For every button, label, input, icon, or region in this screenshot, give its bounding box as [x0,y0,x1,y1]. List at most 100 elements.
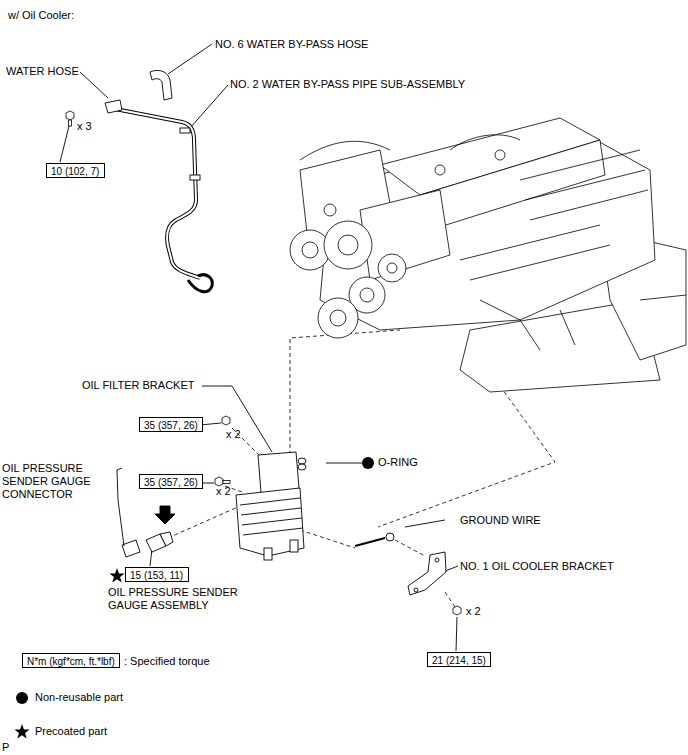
water-pipe [190,175,200,180]
leader-lines [168,44,212,74]
precoat-star [14,724,29,738]
water-pipe [110,108,200,278]
part-label: x 2 [216,485,231,498]
engine-drawing [640,295,686,300]
oil-filter-bracket [236,488,304,556]
water-pipe [180,128,190,133]
oring-mark [362,457,374,469]
non-reusable-dot [16,692,28,704]
engine-drawing [318,298,358,338]
torque-value: N*m (kgf*cm, ft.*lbf) [27,656,115,667]
torque-value: 21 (214, 15) [432,655,486,666]
part-label: P [2,741,9,754]
dashed-assembly-lines [290,330,400,455]
water-pipe [188,275,212,292]
dashed-assembly-lines [378,386,555,527]
leader-lines [80,72,108,98]
ground-wire [355,538,385,546]
torque-value: 15 (153, 11) [130,570,183,581]
engine-drawing [324,221,372,269]
oil-filter-bracket [298,464,306,470]
oil-filter-bracket [236,452,306,560]
engine-drawing [378,254,406,282]
torque-box: N*m (kgf*cm, ft.*lbf) [22,653,120,668]
torque-box: 15 (153, 11) [125,567,189,582]
engine-drawing [290,230,330,270]
engine-drawing [360,288,374,302]
sender-gauge [155,506,175,524]
oil-filter-bracket [298,458,306,464]
leader-lines [456,617,457,651]
engine-drawing [435,165,445,175]
bolt-icon [222,416,230,425]
bolt-icon [69,120,72,126]
leader-lines [405,520,445,527]
water-pipe [110,108,200,278]
part-label: O-RING [378,456,418,469]
engine-drawing [460,225,610,280]
engine-drawing [450,135,520,150]
engine-drawing [330,310,346,326]
engine-drawing [290,118,686,392]
sender-gauge [146,506,175,552]
engine-drawing [495,150,505,160]
engine-drawing [300,141,390,160]
part-label: x 2 [226,428,241,441]
torque-box: 10 (102, 7) [46,163,105,178]
oil-filter-bracket [240,498,303,535]
ground-wire [355,533,394,546]
leader-lines [60,44,458,651]
bolt-icon [66,111,461,615]
bolt-icon [222,416,230,425]
sender-gauge [160,532,173,546]
water-pipe [105,70,212,291]
bolt-icon [453,606,461,615]
part-label: WATER HOSE [6,65,79,78]
oil-filter-bracket [264,548,272,560]
leader-lines [190,85,228,128]
diagram-title: w/ Oil Cooler: [8,9,74,22]
part-label: x 2 [466,605,481,618]
part-label: GROUND WIRE [460,514,541,527]
bolt-icon [66,111,74,120]
part-label: NO. 6 WATER BY-PASS HOSE [215,38,368,51]
oil-cooler-bracket [408,552,446,595]
legend-text: Precoated part [35,725,107,738]
torque-box: 35 (357, 26) [139,417,203,432]
sender-connector [117,468,124,546]
sender-connector [122,540,140,557]
torque-value: 35 (357, 26) [144,477,198,488]
bolt-icon [453,606,461,615]
torque-box: 35 (357, 26) [139,474,203,489]
engine-drawing [420,140,605,230]
water-pipe [105,100,122,113]
oil-cooler-bracket [408,552,446,595]
non-reusable-dot [16,692,28,704]
oil-cooler-bracket [414,588,418,592]
engine-drawing [302,242,318,258]
leader-lines [60,122,70,162]
engine-drawing [338,235,358,255]
bolt-icon [215,477,223,486]
bolt-icon [66,111,74,126]
dashed-assembly-lines [168,506,240,538]
torque-value: 10 (102, 7) [51,166,99,177]
leader-lines [200,423,221,425]
oil-filter-bracket [290,540,298,552]
ground-wire [386,533,394,541]
bolt-icon [215,477,230,486]
oring-mark [362,457,374,469]
legend-text: Non-reusable part [35,691,123,704]
part-label: OIL PRESSURE SENDER GAUGE CONNECTOR [2,462,97,501]
part-label: NO. 1 OIL COOLER BRACKET [460,560,614,573]
engine-drawing [480,300,575,350]
leader-lines [202,386,272,452]
torque-value: 35 (357, 26) [144,420,198,431]
dashed-assembly-lines [395,540,425,556]
bolt-icon [223,481,230,484]
torque-box: 21 (214, 15) [427,652,491,667]
part-label: NO. 2 WATER BY-PASS PIPE SUB-ASSEMBLY [230,78,465,91]
precoat-star [109,568,124,582]
